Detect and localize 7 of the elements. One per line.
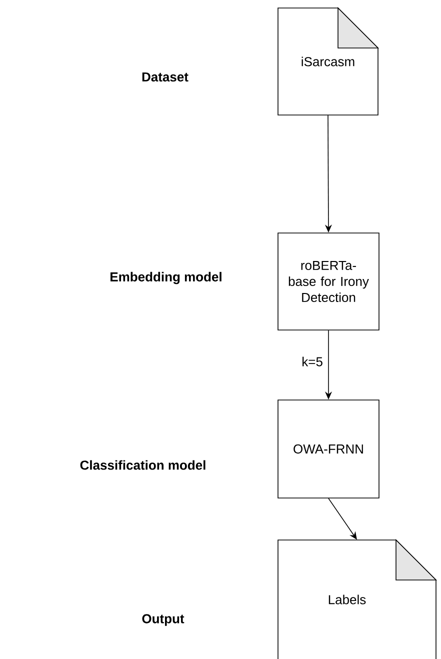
- stage-label: Output: [142, 614, 184, 626]
- stage-label: Classification model: [80, 460, 206, 470]
- process-box: roBERTa-base for Irony Detection: [278, 232, 380, 330]
- stage-label: Dataset: [142, 72, 188, 82]
- process-box: OWA-FRNN: [278, 400, 380, 498]
- edge-label: k=5: [302, 356, 322, 366]
- stage-label: Embedding model: [110, 272, 222, 284]
